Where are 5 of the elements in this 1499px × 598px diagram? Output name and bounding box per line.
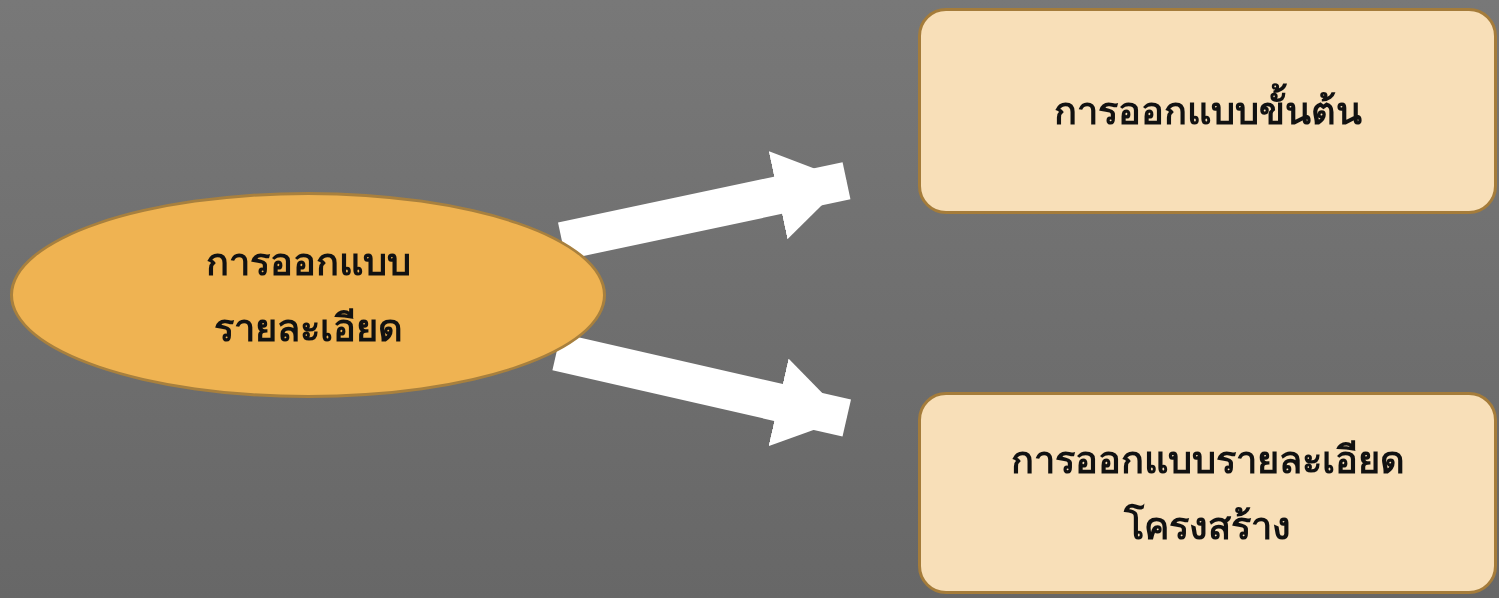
node-label: การออกแบบรายละเอียดโครงสร้าง — [1009, 436, 1406, 550]
node-label: การออกแบบขั้นต้น — [1053, 77, 1362, 145]
node-label: การออกแบบรายละเอียด — [204, 238, 412, 352]
process-box — [918, 392, 1497, 594]
process-box — [918, 8, 1497, 214]
